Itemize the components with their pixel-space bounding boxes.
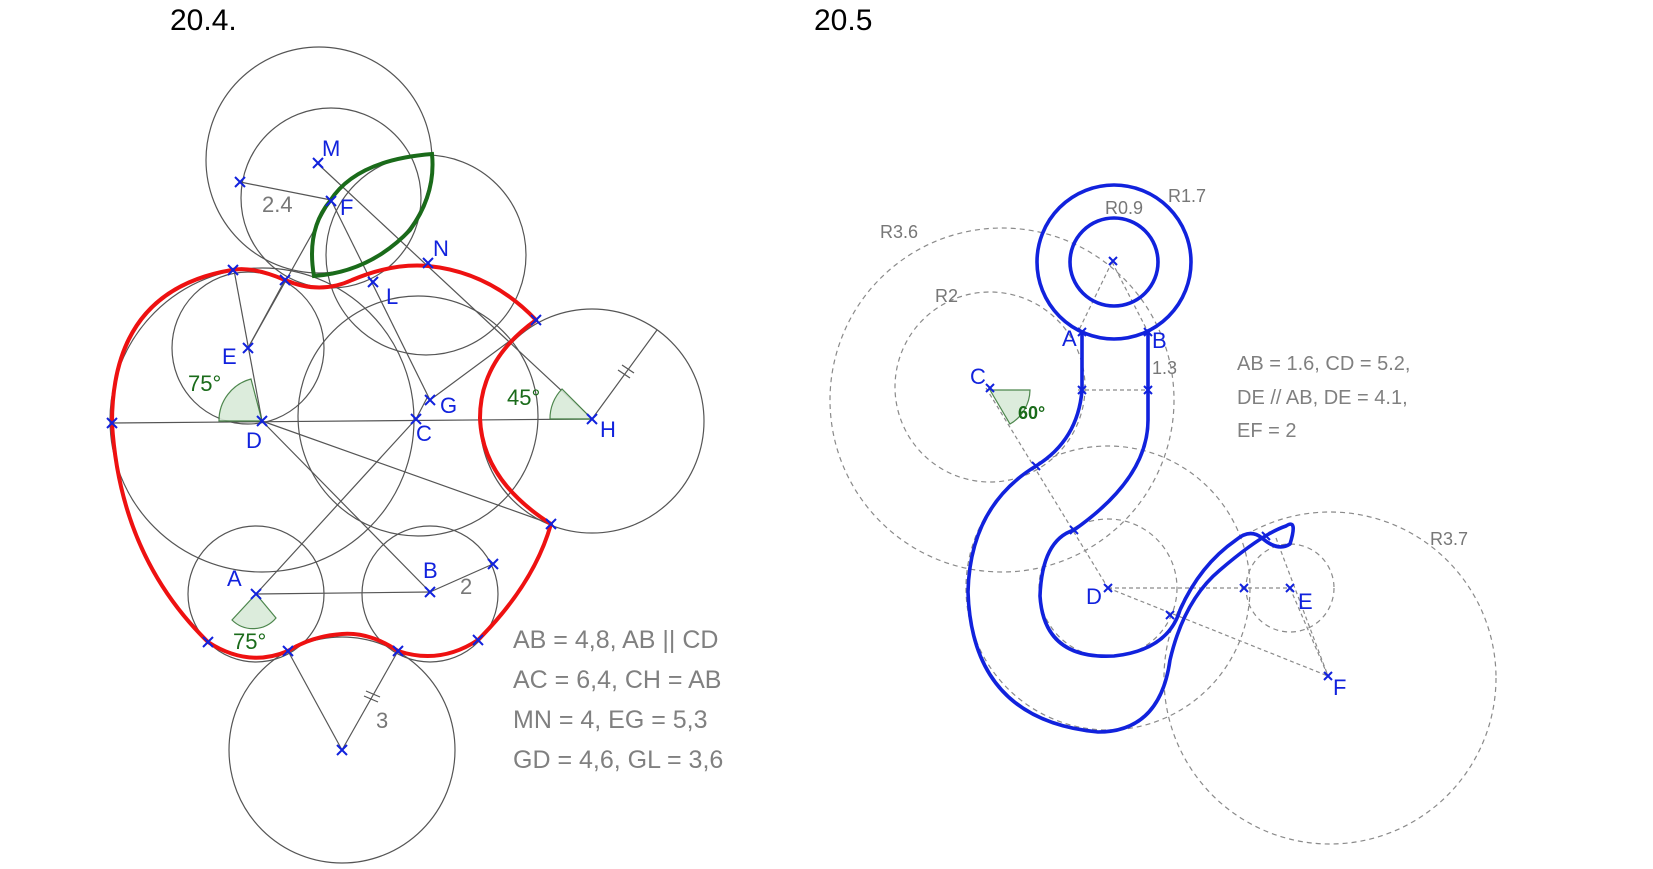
construction-circle-b <box>361 525 499 663</box>
angle-wedge-d <box>218 378 263 422</box>
point-label-f: F <box>340 195 353 220</box>
point-label-f2: F <box>1333 675 1346 700</box>
construction-circle-r3-6 <box>829 227 1175 573</box>
point-label-b2: B <box>1152 328 1167 353</box>
note2-line-2: DE // AB, DE = 4.1, <box>1237 387 1408 409</box>
green-lens-contour <box>310 151 435 279</box>
figure-20-5: A B C D E F R0.9 R1.7 R3.6 R2 R3.7 1.3 6… <box>829 183 1497 845</box>
point-label-a2: A <box>1062 326 1077 351</box>
point-label-m: M <box>322 136 340 161</box>
point-label-a: A <box>227 566 242 591</box>
radius-label-r3-6: R3.6 <box>880 222 918 242</box>
angle-wedge-c <box>988 389 1031 425</box>
point-markers-left <box>106 157 598 756</box>
point-label-b: B <box>423 558 438 583</box>
note-line-2: AC = 6,4, CH = AB <box>513 666 721 694</box>
point-label-n: N <box>433 236 449 261</box>
angle-label-a: 75° <box>233 629 266 654</box>
point-label-l: L <box>386 284 398 309</box>
red-contour <box>110 263 553 660</box>
note-line-3: MN = 4, EG = 5,3 <box>513 706 708 734</box>
point-label-e: E <box>222 344 237 369</box>
dim-radius-2: 2 <box>460 574 472 599</box>
angle-label-h: 45° <box>507 385 540 410</box>
point-label-g: G <box>440 393 457 418</box>
construction-circle-c <box>297 295 539 537</box>
note2-line-1: AB = 1.6, CD = 5.2, <box>1237 353 1410 375</box>
point-markers-right <box>985 256 1333 681</box>
radius-label-r1-7: R1.7 <box>1168 186 1206 206</box>
point-label-d: D <box>246 428 262 453</box>
dim-label-1-3: 1.3 <box>1152 358 1177 378</box>
construction-lines <box>111 163 658 751</box>
radius-label-r0-9: R0.9 <box>1105 198 1143 218</box>
dim-radius-3: 3 <box>376 708 388 733</box>
dim-radius-2-4: 2.4 <box>262 192 293 217</box>
point-label-d2: D <box>1086 584 1102 609</box>
construction-circle-a <box>187 525 325 663</box>
angle-wedge-h <box>549 388 594 420</box>
note2-line-3: EF = 2 <box>1237 420 1296 442</box>
construction-circle-bottom <box>228 636 456 864</box>
point-label-h: H <box>600 417 616 442</box>
figure-20-4-title: 20.4. <box>170 4 237 37</box>
point-label-c2: C <box>970 364 986 389</box>
angle-wedge-a <box>231 593 277 630</box>
hook-body-contour <box>966 330 1295 734</box>
radius-label-r2: R2 <box>935 286 958 306</box>
hook-eye-outer <box>1035 183 1193 341</box>
hook-eye-inner <box>1068 216 1160 308</box>
construction-circle-r3-7 <box>1163 511 1497 845</box>
radius-label-r3-7: R3.7 <box>1430 529 1468 549</box>
construction-circle-e <box>171 271 325 425</box>
figure-20-4: M F N L E G D C H A B 2.4 2 3 75° 45° 75… <box>106 46 723 864</box>
point-label-c: C <box>416 421 432 446</box>
note-line-1: AB = 4,8, AB || CD <box>513 626 718 654</box>
note-line-4: GD = 4,6, GL = 3,6 <box>513 746 723 774</box>
point-label-e2: E <box>1298 589 1313 614</box>
construction-lines-right <box>985 261 1329 677</box>
figure-20-5-title: 20.5 <box>814 4 873 37</box>
angle-label-d: 75° <box>188 371 221 396</box>
angle-label-c2: 60° <box>1018 403 1045 423</box>
